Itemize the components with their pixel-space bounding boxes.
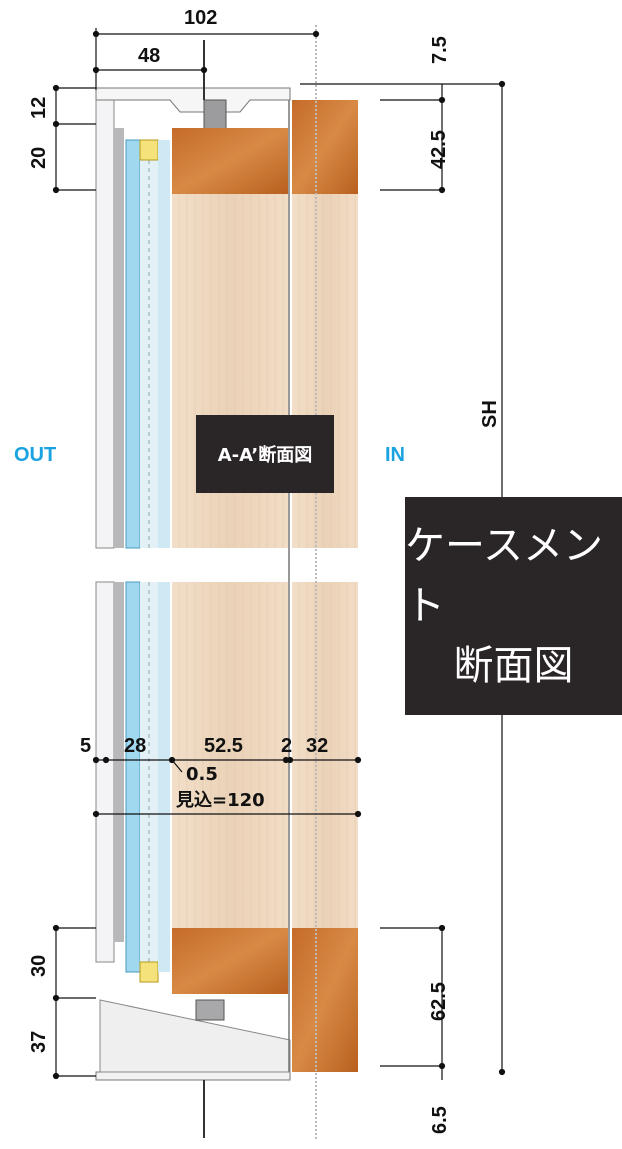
dim-total-width: 102 — [184, 7, 218, 29]
glass-unit — [125, 139, 170, 983]
dim-middle-1: 5 — [80, 735, 92, 757]
sash-height-label: SH — [479, 400, 501, 428]
section-label-box: A-A’断面図 — [196, 415, 334, 493]
title-line-1: ケースメント — [405, 523, 603, 629]
dim-frame-width: 48 — [138, 45, 161, 67]
side-out-label: OUT — [14, 444, 57, 466]
section-label: A-A’断面図 — [217, 445, 313, 466]
outer-frame — [95, 87, 291, 1081]
title-box: ケースメント 断面図 — [405, 497, 622, 715]
dim-middle-5: 32 — [306, 735, 329, 757]
dim-offset-right: 7.5 — [429, 36, 451, 64]
dim-gap: 0.5 — [186, 764, 218, 785]
dim-right-top-a: 42.5 — [428, 130, 450, 169]
side-in-label: IN — [385, 444, 405, 466]
dim-left-bottom-b: 37 — [28, 1030, 50, 1053]
dim-right-bottom-a: 62.5 — [428, 982, 450, 1021]
dim-middle-4: 2 — [281, 735, 293, 757]
title-line-2: 断面図 — [453, 643, 574, 689]
dim-left-bottom-a: 30 — [28, 954, 50, 977]
dim-middle-3: 52.5 — [204, 735, 243, 757]
dim-left-top-b: 20 — [28, 146, 50, 169]
dim-left-top-a: 12 — [28, 96, 50, 119]
dim-depth: 見込=120 — [176, 790, 265, 811]
dim-middle-2: 28 — [124, 735, 147, 757]
dim-right-bottom-b: 6.5 — [429, 1106, 451, 1134]
wood-sash — [172, 100, 358, 1072]
